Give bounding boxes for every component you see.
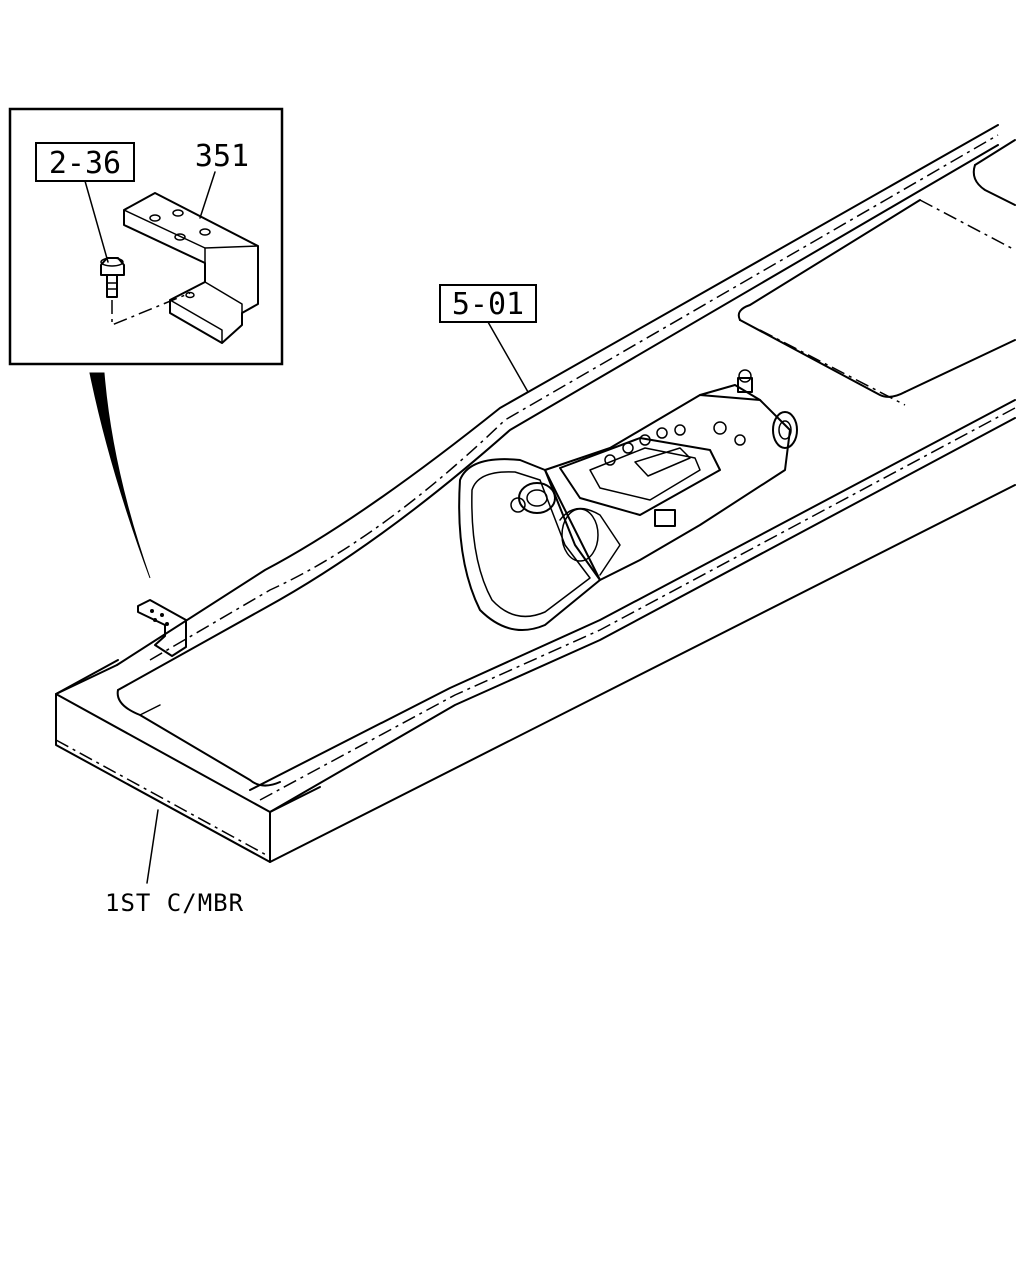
bolt-icon bbox=[100, 257, 125, 298]
ref-label-5-01: 5-01 bbox=[452, 287, 524, 322]
frame-bracket-icon bbox=[137, 599, 187, 657]
detail-pointer-arrow bbox=[89, 372, 151, 579]
bracket-icon bbox=[123, 192, 259, 344]
part-number-351: 351 bbox=[195, 139, 249, 174]
detail-inset: 2-36 351 bbox=[8, 107, 284, 366]
chassis-frame bbox=[55, 124, 1016, 863]
ref-box-2-36[interactable]: 2-36 bbox=[35, 142, 135, 182]
transmission-icon bbox=[458, 369, 798, 631]
ref-label-2-36: 2-36 bbox=[49, 146, 121, 181]
ref-box-5-01[interactable]: 5-01 bbox=[439, 284, 537, 323]
crossmember-label: 1ST C/MBR bbox=[105, 889, 244, 917]
